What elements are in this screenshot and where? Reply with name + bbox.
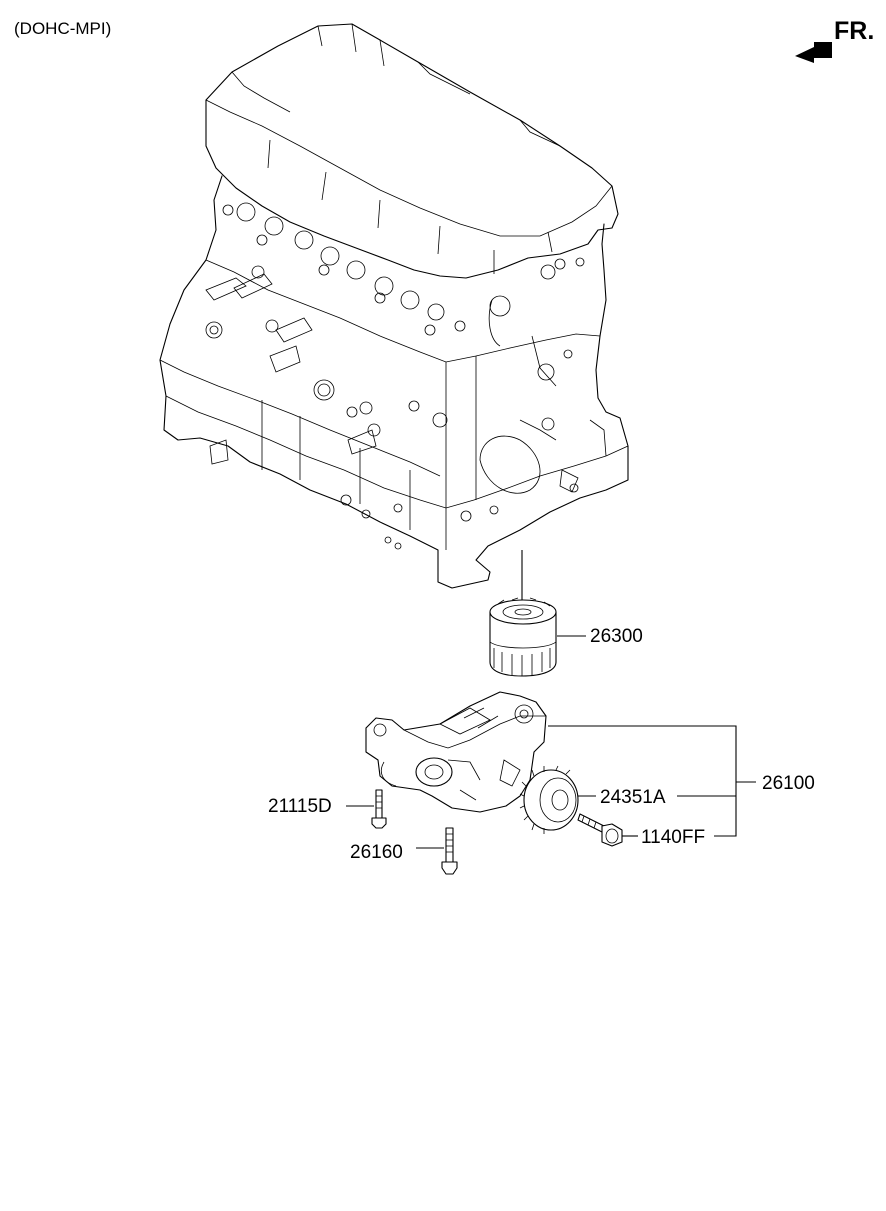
- front-direction-label: FR.: [834, 17, 874, 45]
- engine-code-label: (DOHC-MPI): [14, 19, 111, 38]
- oil-pump-illustration: [365, 691, 547, 813]
- part-number-1140ff: 1140FF: [641, 827, 705, 848]
- sprocket-illustration: [519, 765, 579, 834]
- part-number-24351a: 24351A: [600, 787, 666, 808]
- part-number-26100: 26100: [762, 773, 815, 794]
- part-number-26160: 26160: [350, 842, 403, 863]
- leader-26100-bracket: [548, 725, 737, 837]
- part-number-21115d: 21115D: [268, 796, 332, 817]
- flange-bolt-illustration: [577, 813, 623, 847]
- engine-block-illustration: [159, 23, 629, 605]
- bolt-21115d-illustration: [371, 789, 387, 829]
- oil-filter-illustration: [489, 597, 557, 677]
- bolt-26160-illustration: [441, 827, 458, 875]
- part-number-26300: 26300: [590, 626, 643, 647]
- front-arrow-icon: [795, 42, 832, 63]
